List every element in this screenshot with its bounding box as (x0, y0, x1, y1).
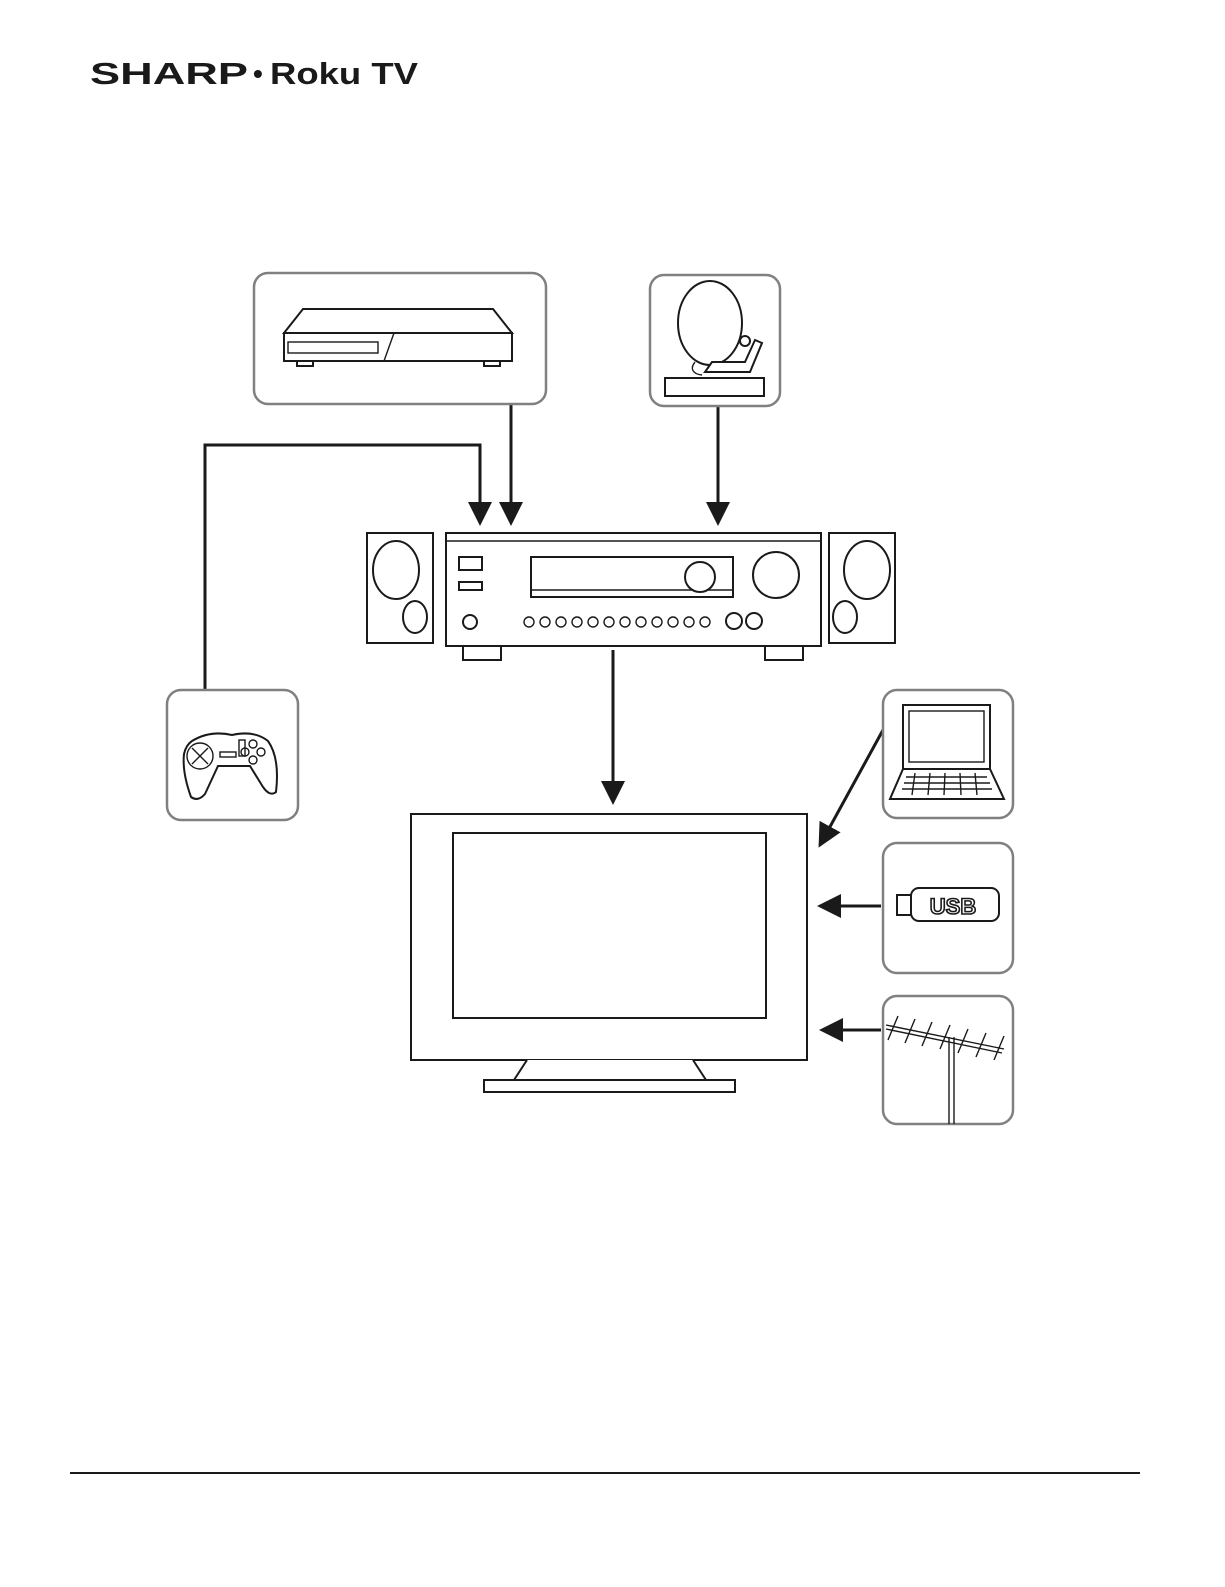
av-receiver-device (367, 533, 895, 660)
antenna-frame (883, 996, 1013, 1124)
av-receiver-icon (446, 533, 821, 660)
usb-drive-icon: USB (897, 888, 999, 921)
right-speaker-icon (829, 533, 895, 643)
left-speaker-icon (367, 533, 433, 643)
game-console-device (167, 690, 298, 820)
footer-rule (70, 1472, 1140, 1474)
antenna-device (883, 996, 1013, 1124)
wire-console-to-receiver (205, 445, 480, 690)
laptop-icon (890, 705, 1004, 799)
blu-ray-player-icon (284, 309, 512, 366)
wire-laptop-to-tv (820, 730, 883, 845)
laptop-device (883, 690, 1013, 818)
usb-device: USB (883, 843, 1013, 973)
satellite-device (650, 275, 780, 406)
tv-icon (411, 814, 807, 1092)
tv-device (411, 814, 807, 1092)
usb-label: USB (930, 894, 976, 919)
blu-ray-player-device (254, 273, 546, 404)
